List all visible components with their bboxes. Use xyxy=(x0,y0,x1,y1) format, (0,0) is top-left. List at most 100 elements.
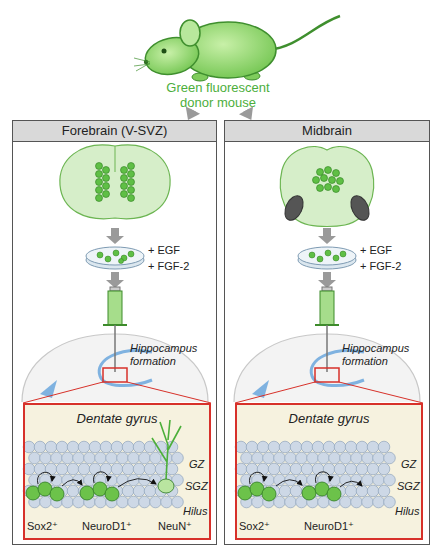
granule-cell xyxy=(150,452,162,464)
granule-cell xyxy=(155,463,167,475)
granule-cell xyxy=(285,496,297,508)
granule-cell xyxy=(373,474,385,486)
granule-cell xyxy=(67,463,79,475)
granule-cell xyxy=(133,485,145,497)
granule-cell xyxy=(73,452,85,464)
granule-cell xyxy=(95,496,107,508)
granule-cell xyxy=(122,463,134,475)
granule-cell xyxy=(40,452,52,464)
granule-cell xyxy=(172,496,184,508)
mouse-whiskers xyxy=(134,58,150,71)
granule-cell xyxy=(246,463,258,475)
mouse-ear xyxy=(180,20,200,46)
granule-cell xyxy=(367,485,379,497)
box-title: Dentate gyrus xyxy=(25,411,209,426)
granule-cell xyxy=(139,452,151,464)
granule-cell xyxy=(362,496,374,508)
granule-cell xyxy=(128,474,140,486)
granule-cell xyxy=(241,452,253,464)
granule-cell xyxy=(290,463,302,475)
granule-cell xyxy=(318,452,330,464)
arrow-head xyxy=(186,107,200,120)
granule-cell xyxy=(95,452,107,464)
granule-cell xyxy=(166,463,178,475)
granule-cell xyxy=(144,463,156,475)
box-title: Dentate gyrus xyxy=(237,411,421,426)
granule-cell xyxy=(133,463,145,475)
granule-cell xyxy=(334,441,346,453)
granule-cell xyxy=(362,474,374,486)
layer-label: Hilus xyxy=(183,505,207,518)
granule-cell xyxy=(345,441,357,453)
granule-cell xyxy=(340,496,352,508)
granule-cell xyxy=(122,441,134,453)
granule-cell xyxy=(340,474,352,486)
granule-cell xyxy=(263,452,275,464)
layer-label: GZ xyxy=(401,458,416,471)
mouse-label: Green fluorescent donor mouse xyxy=(153,80,283,110)
granule-cell xyxy=(45,441,57,453)
granule-cell xyxy=(78,441,90,453)
dentate-gyrus-box: Dentate gyrus xyxy=(235,403,423,540)
granule-cell xyxy=(351,474,363,486)
granule-cell xyxy=(111,463,123,475)
granule-cell xyxy=(356,485,368,497)
granule-cell xyxy=(257,441,269,453)
granule-cell xyxy=(257,463,269,475)
granule-cell xyxy=(144,485,156,497)
marker-label: NeuroD1⁺ xyxy=(82,520,132,533)
granule-cell xyxy=(67,441,79,453)
marker-label: + EGF xyxy=(148,244,180,257)
transplanted-cells xyxy=(238,472,362,501)
granule-cell xyxy=(279,441,291,453)
granule-cell xyxy=(373,496,385,508)
granule-cell xyxy=(356,463,368,475)
marker-label: + FGF-2 xyxy=(360,260,401,273)
granule-cell xyxy=(252,452,264,464)
granule-cell xyxy=(323,463,335,475)
granule-cell xyxy=(111,441,123,453)
granule-cell xyxy=(296,452,308,464)
zoom-lines xyxy=(23,368,211,403)
mouse-tail xyxy=(268,16,340,50)
granule-cell xyxy=(34,463,46,475)
dentate-gyrus-box: Dentate gyrus xyxy=(23,403,211,540)
granule-cell xyxy=(78,463,90,475)
process-arrow xyxy=(106,228,124,244)
granule-cell xyxy=(334,463,346,475)
process-arrow xyxy=(318,272,336,288)
granule-cell xyxy=(373,452,385,464)
granule-cell xyxy=(34,441,46,453)
midbrain-section xyxy=(280,147,373,227)
granule-cell xyxy=(128,452,140,464)
syringe xyxy=(315,287,339,372)
granule-cell xyxy=(246,441,258,453)
granule-cell-layer xyxy=(23,441,183,508)
granule-cell xyxy=(301,463,313,475)
layer-label: SGZ xyxy=(397,480,420,493)
granule-cell xyxy=(378,463,390,475)
granule-cell xyxy=(268,463,280,475)
granule-cell xyxy=(307,452,319,464)
granule-cell xyxy=(252,496,264,508)
marker-label: + EGF xyxy=(360,244,392,257)
granule-cell xyxy=(56,441,68,453)
granule-cell xyxy=(290,441,302,453)
process-arrow xyxy=(318,228,336,244)
marker-label: NeuN⁺ xyxy=(158,520,192,533)
donor-mouse: Green fluorescent donor mouse xyxy=(168,0,268,112)
marker-label: Sox2⁺ xyxy=(27,520,58,533)
marker-label: NeuroD1⁺ xyxy=(304,520,354,533)
granule-cell xyxy=(362,452,374,464)
granule-cell xyxy=(285,452,297,464)
granule-cell xyxy=(100,441,112,453)
block-arrow xyxy=(239,106,253,120)
panel-heading: Midbrain xyxy=(225,121,429,142)
granule-cell xyxy=(139,496,151,508)
granule-cell xyxy=(384,474,396,486)
layer-label: GZ xyxy=(189,458,204,471)
granule-cell xyxy=(279,485,291,497)
process-arrow xyxy=(106,272,124,288)
granule-cell xyxy=(117,496,129,508)
syringe xyxy=(103,287,127,372)
